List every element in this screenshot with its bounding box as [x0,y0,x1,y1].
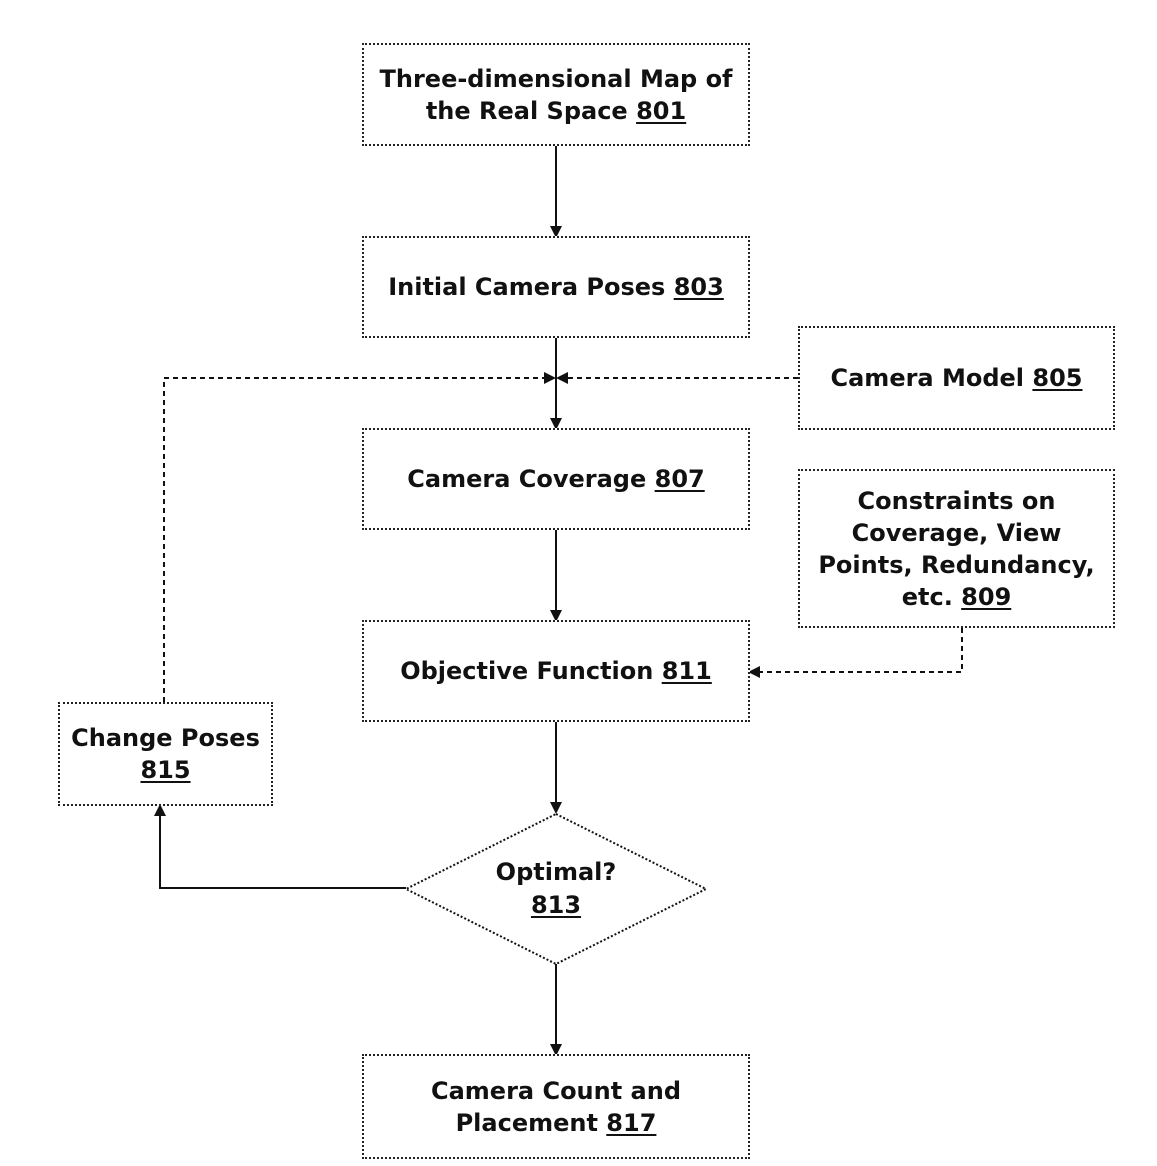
node-camera-model-label: Camera Model [831,364,1033,392]
node-3d-map-line2: the Real Space [426,97,636,125]
arrow-constraints-to-objective [750,628,962,672]
node-optimal-label: Optimal? [496,856,617,889]
node-constraints-line3: Points, Redundancy, [818,549,1094,581]
node-coverage-label: Camera Coverage [407,465,654,493]
node-camera-model: Camera Model 805 [798,326,1115,430]
node-constraints-line1: Constraints on [858,485,1056,517]
node-objective-label: Objective Function [400,657,662,685]
node-camera-model-ref: 805 [1032,364,1082,392]
node-output: Camera Count and Placement 817 [362,1054,750,1159]
node-output-ref: 817 [606,1109,656,1137]
node-change-poses-label: Change Poses [71,722,260,754]
node-objective: Objective Function 811 [362,620,750,722]
node-objective-ref: 811 [662,657,712,685]
node-initial-poses: Initial Camera Poses 803 [362,236,750,338]
node-constraints: Constraints on Coverage, View Points, Re… [798,469,1115,628]
node-constraints-line2: Coverage, View [852,517,1062,549]
arrow-optimal-to-change-poses [160,806,406,888]
node-initial-poses-label: Initial Camera Poses [388,273,673,301]
node-initial-poses-ref: 803 [674,273,724,301]
node-output-line1: Camera Count and [431,1075,681,1107]
node-optimal: Optimal? 813 [456,854,656,924]
node-optimal-ref: 813 [531,889,581,922]
node-3d-map-line1: Three-dimensional Map of [380,63,733,95]
node-change-poses-ref: 815 [140,754,190,786]
node-3d-map-ref: 801 [636,97,686,125]
node-constraints-line4: etc. [902,583,961,611]
node-coverage-ref: 807 [655,465,705,493]
node-change-poses: Change Poses 815 [58,702,273,806]
node-coverage: Camera Coverage 807 [362,428,750,530]
node-output-line2: Placement [456,1109,607,1137]
node-3d-map: Three-dimensional Map of the Real Space … [362,43,750,146]
node-constraints-ref: 809 [961,583,1011,611]
